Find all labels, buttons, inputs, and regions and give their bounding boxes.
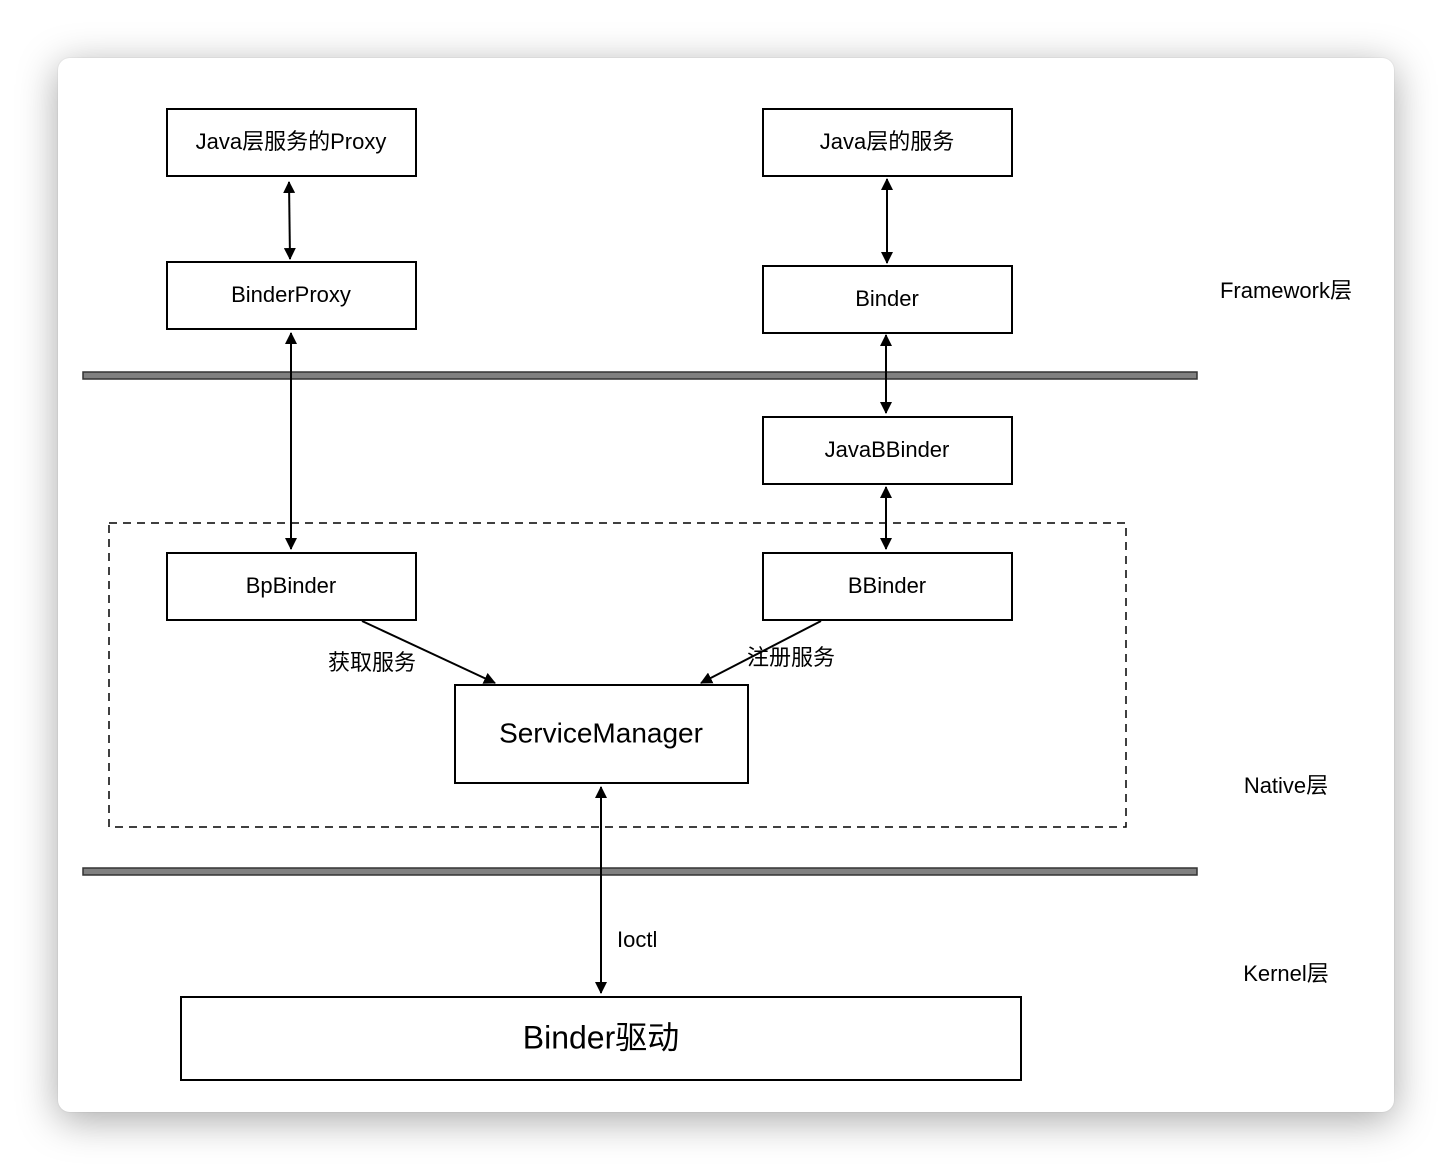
box-binder: Binder xyxy=(762,265,1013,334)
box-bbinder-label: BBinder xyxy=(848,573,926,598)
box-java-service-label: Java层的服务 xyxy=(820,129,954,154)
box-binder-driver-label: Binder驱动 xyxy=(523,1019,680,1055)
edge-label-register-service: 注册服务 xyxy=(747,645,835,670)
native-kernel-separator xyxy=(82,867,1198,876)
box-java-service: Java层的服务 xyxy=(762,108,1013,177)
box-java-bbinder: JavaBBinder xyxy=(762,416,1013,485)
edge-proxy-binderproxy xyxy=(283,181,296,260)
box-binder-proxy: BinderProxy xyxy=(166,261,417,330)
box-service-manager-label: ServiceManager xyxy=(499,717,703,748)
box-java-bbinder-label: JavaBBinder xyxy=(825,437,950,462)
framework-native-separator xyxy=(82,371,1198,380)
edge-bpbinder-servicemanager xyxy=(361,620,496,684)
layer-label-native: Native层 xyxy=(1244,773,1328,798)
box-bp-binder: BpBinder xyxy=(166,552,417,621)
edge-label-get-service: 获取服务 xyxy=(328,650,416,675)
box-java-proxy: Java层服务的Proxy xyxy=(166,108,417,177)
box-bbinder: BBinder xyxy=(762,552,1013,621)
native-group-boundary xyxy=(108,522,1127,828)
box-binder-driver: Binder驱动 xyxy=(180,996,1022,1081)
layer-label-framework: Framework层 xyxy=(1220,278,1352,303)
layer-label-kernel: Kernel层 xyxy=(1243,961,1329,986)
box-java-proxy-label: Java层服务的Proxy xyxy=(196,129,387,154)
box-binder-proxy-label: BinderProxy xyxy=(231,282,351,307)
box-binder-label: Binder xyxy=(855,286,919,311)
edge-label-ioctl: Ioctl xyxy=(617,927,657,952)
box-bp-binder-label: BpBinder xyxy=(246,573,337,598)
box-service-manager: ServiceManager xyxy=(454,684,749,784)
edge-bbinder-servicemanager xyxy=(700,620,822,684)
